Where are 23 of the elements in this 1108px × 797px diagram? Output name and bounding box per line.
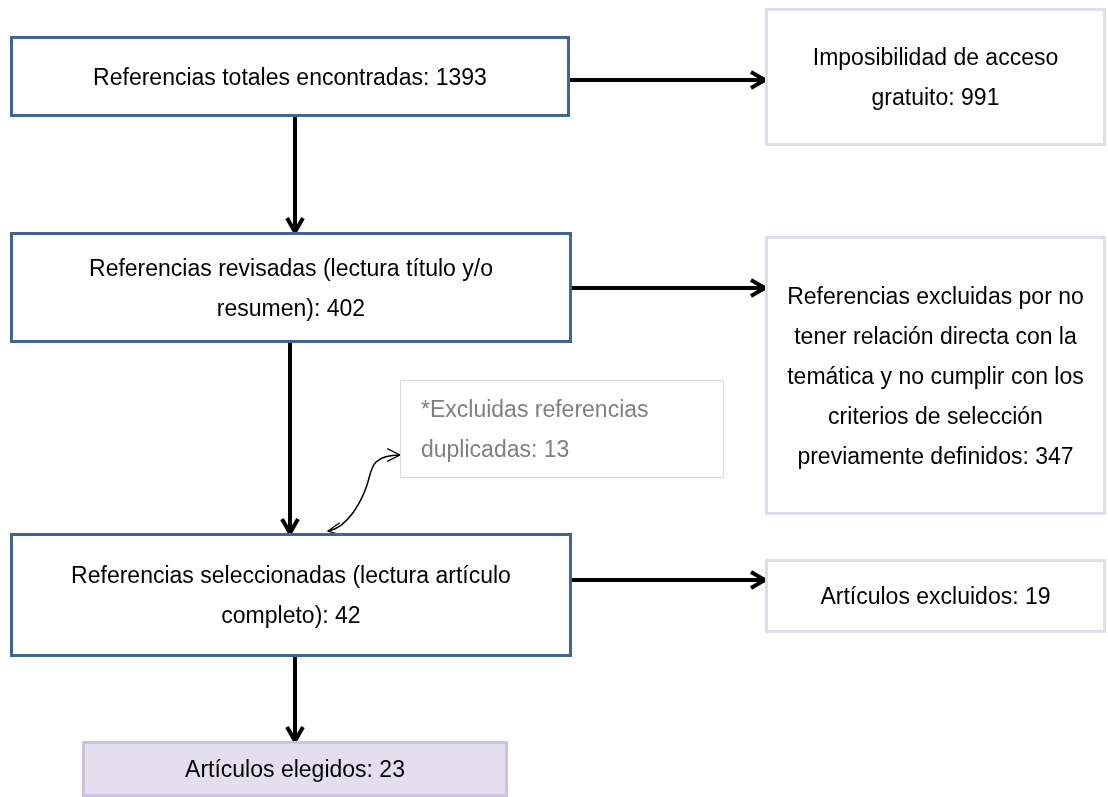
box-text: Referencias excluidas por no tener relación directa con la temática y no cumplir con los criterios de selección previamente definidos: 347 xyxy=(786,281,1085,471)
arrow xyxy=(285,657,305,743)
process-box xyxy=(10,36,570,117)
box-text: Artículos elegidos: 23 xyxy=(184,755,406,784)
arrow xyxy=(327,448,401,535)
arrow xyxy=(280,343,300,535)
box-text: *Excluidas referencias duplicadas: 13 xyxy=(421,395,650,464)
process-box xyxy=(765,559,1106,633)
process-box xyxy=(765,8,1106,146)
box-text: Referencias seleccionadas (lectura artículo completo): 42 xyxy=(70,561,512,630)
process-box xyxy=(765,236,1106,515)
box-text: Artículos excluidos: 19 xyxy=(819,582,1052,611)
arrow xyxy=(572,570,767,590)
arrow xyxy=(572,278,767,298)
arrow xyxy=(570,70,767,90)
arrow xyxy=(285,117,305,234)
process-box xyxy=(10,232,572,343)
box-text: Referencias revisadas (lectura título y/o resumen): 402 xyxy=(88,253,494,323)
process-box xyxy=(10,533,572,657)
box-text: Referencias totales encontradas: 1393 xyxy=(92,62,488,92)
process-box xyxy=(82,741,508,797)
note-box xyxy=(400,380,724,478)
box-text: Imposibilidad de acceso gratuito: 991 xyxy=(811,43,1060,112)
